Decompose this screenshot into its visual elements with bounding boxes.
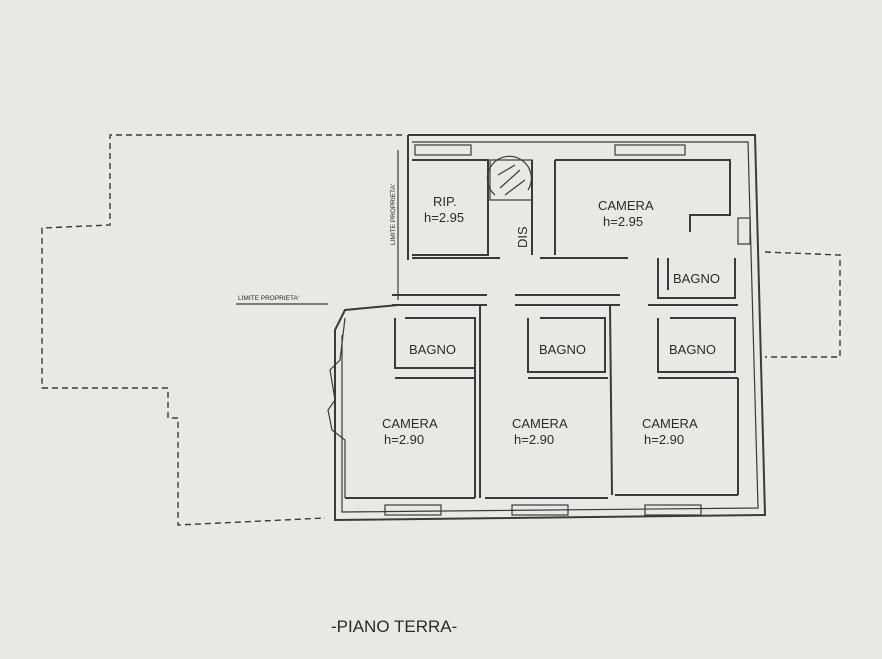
room-rip-height: h=2.95 (424, 210, 464, 225)
property-limit-label: LIMITE PROPRIETA' (238, 295, 299, 302)
room-camera-right-height: h=2.90 (644, 432, 684, 447)
room-camera-middle-height: h=2.90 (514, 432, 554, 447)
plan-title: -PIANO TERRA- (331, 617, 457, 636)
room-rip-name: RIP. (433, 194, 457, 209)
dis-label: DIS (515, 226, 530, 248)
room-camera-top-name: CAMERA (598, 198, 654, 213)
room-bagno-right: BAGNO (669, 342, 716, 357)
room-camera-right-name: CAMERA (642, 416, 698, 431)
room-bagno-top-right: BAGNO (673, 271, 720, 286)
property-boundary-left (41, 134, 402, 526)
property-limit-vertical-label: LIMITE PROPRIETA' (390, 184, 397, 245)
room-bagno-left: BAGNO (409, 342, 456, 357)
room-camera-left-height: h=2.90 (384, 432, 424, 447)
room-camera-top-height: h=2.95 (603, 214, 643, 229)
room-camera-middle-name: CAMERA (512, 416, 568, 431)
outer-walls (334, 134, 767, 522)
windows (384, 144, 751, 516)
property-boundary-right (764, 251, 841, 358)
room-camera-left-name: CAMERA (382, 416, 438, 431)
interior-walls (327, 155, 739, 499)
room-bagno-middle: BAGNO (539, 342, 586, 357)
